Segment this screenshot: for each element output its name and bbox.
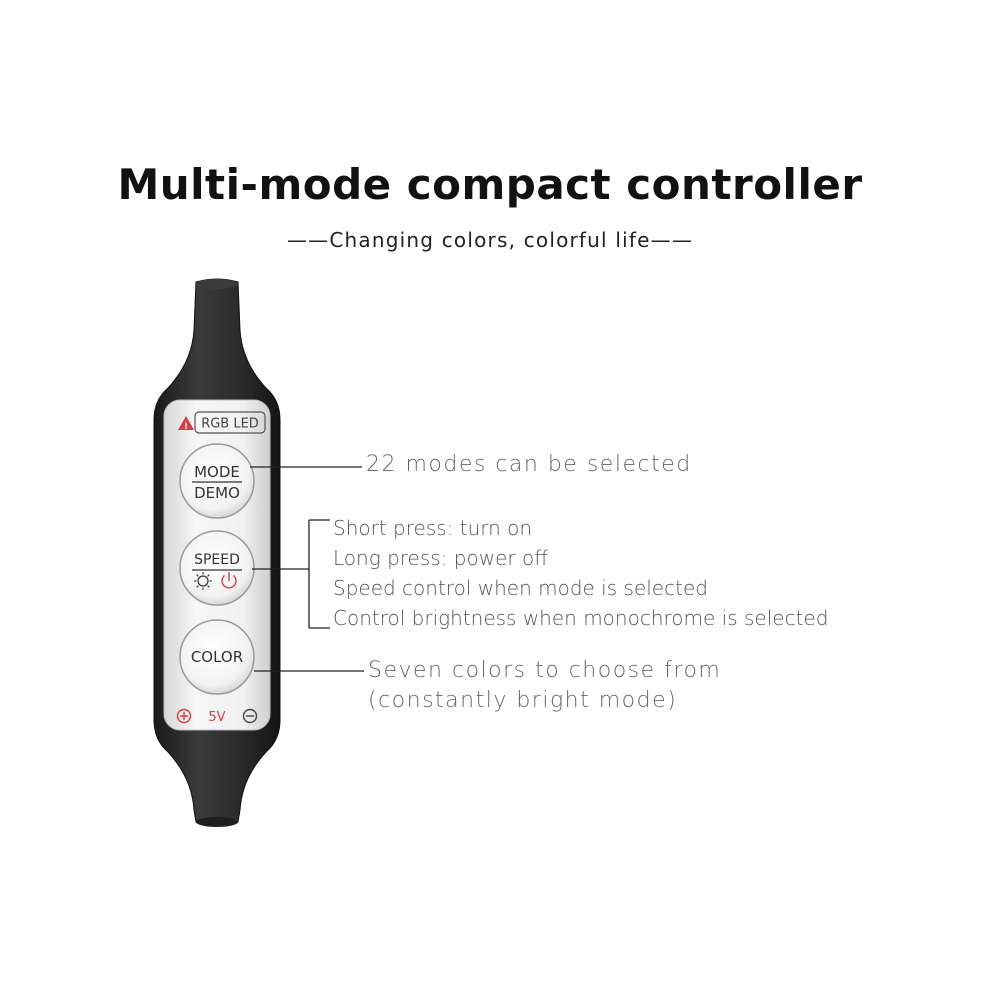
annotation-color-line: Seven colors to choose from: [368, 658, 722, 683]
speed-label: SPEED: [194, 552, 240, 568]
annotation-modes: 22 modes can be selected: [366, 452, 692, 477]
annotation-speed-line: Short press: turn on: [333, 516, 533, 540]
leader-bracket-speed: [252, 519, 330, 629]
power-icon: [221, 572, 237, 589]
cable-collar-bottom: [196, 817, 238, 827]
voltage-label: 5V: [208, 710, 225, 725]
annotation-speed: Short press: turn on Long press: power o…: [333, 513, 828, 633]
annotation-color: Seven colors to choose from (constantly …: [368, 656, 721, 716]
cable-collar-top: [196, 279, 238, 289]
mode-demo-button[interactable]: MODE DEMO: [179, 443, 255, 519]
plus-icon: [176, 708, 192, 724]
warning-icon: !: [178, 416, 194, 432]
rgb-led-label: RGB LED: [201, 417, 259, 432]
mode-label: MODE: [194, 463, 240, 481]
annotation-speed-line: Control brightness when monochrome is se…: [333, 606, 829, 630]
color-button[interactable]: COLOR: [179, 619, 255, 695]
page-subtitle: ——Changing colors, colorful life——: [286, 228, 694, 252]
annotation-color-line: (constantly bright mode): [368, 688, 678, 713]
demo-label: DEMO: [194, 484, 240, 502]
color-label: COLOR: [191, 648, 243, 666]
minus-icon: [242, 708, 258, 724]
speed-button[interactable]: SPEED: [179, 530, 255, 606]
sun-icon: [194, 572, 212, 590]
svg-text:!: !: [184, 422, 188, 432]
annotation-speed-line: Speed control when mode is selected: [333, 576, 708, 600]
page-title: Multi-mode compact controller: [117, 160, 863, 209]
annotation-speed-line: Long press: power off: [333, 546, 548, 570]
rgb-led-label-box: [194, 411, 266, 434]
